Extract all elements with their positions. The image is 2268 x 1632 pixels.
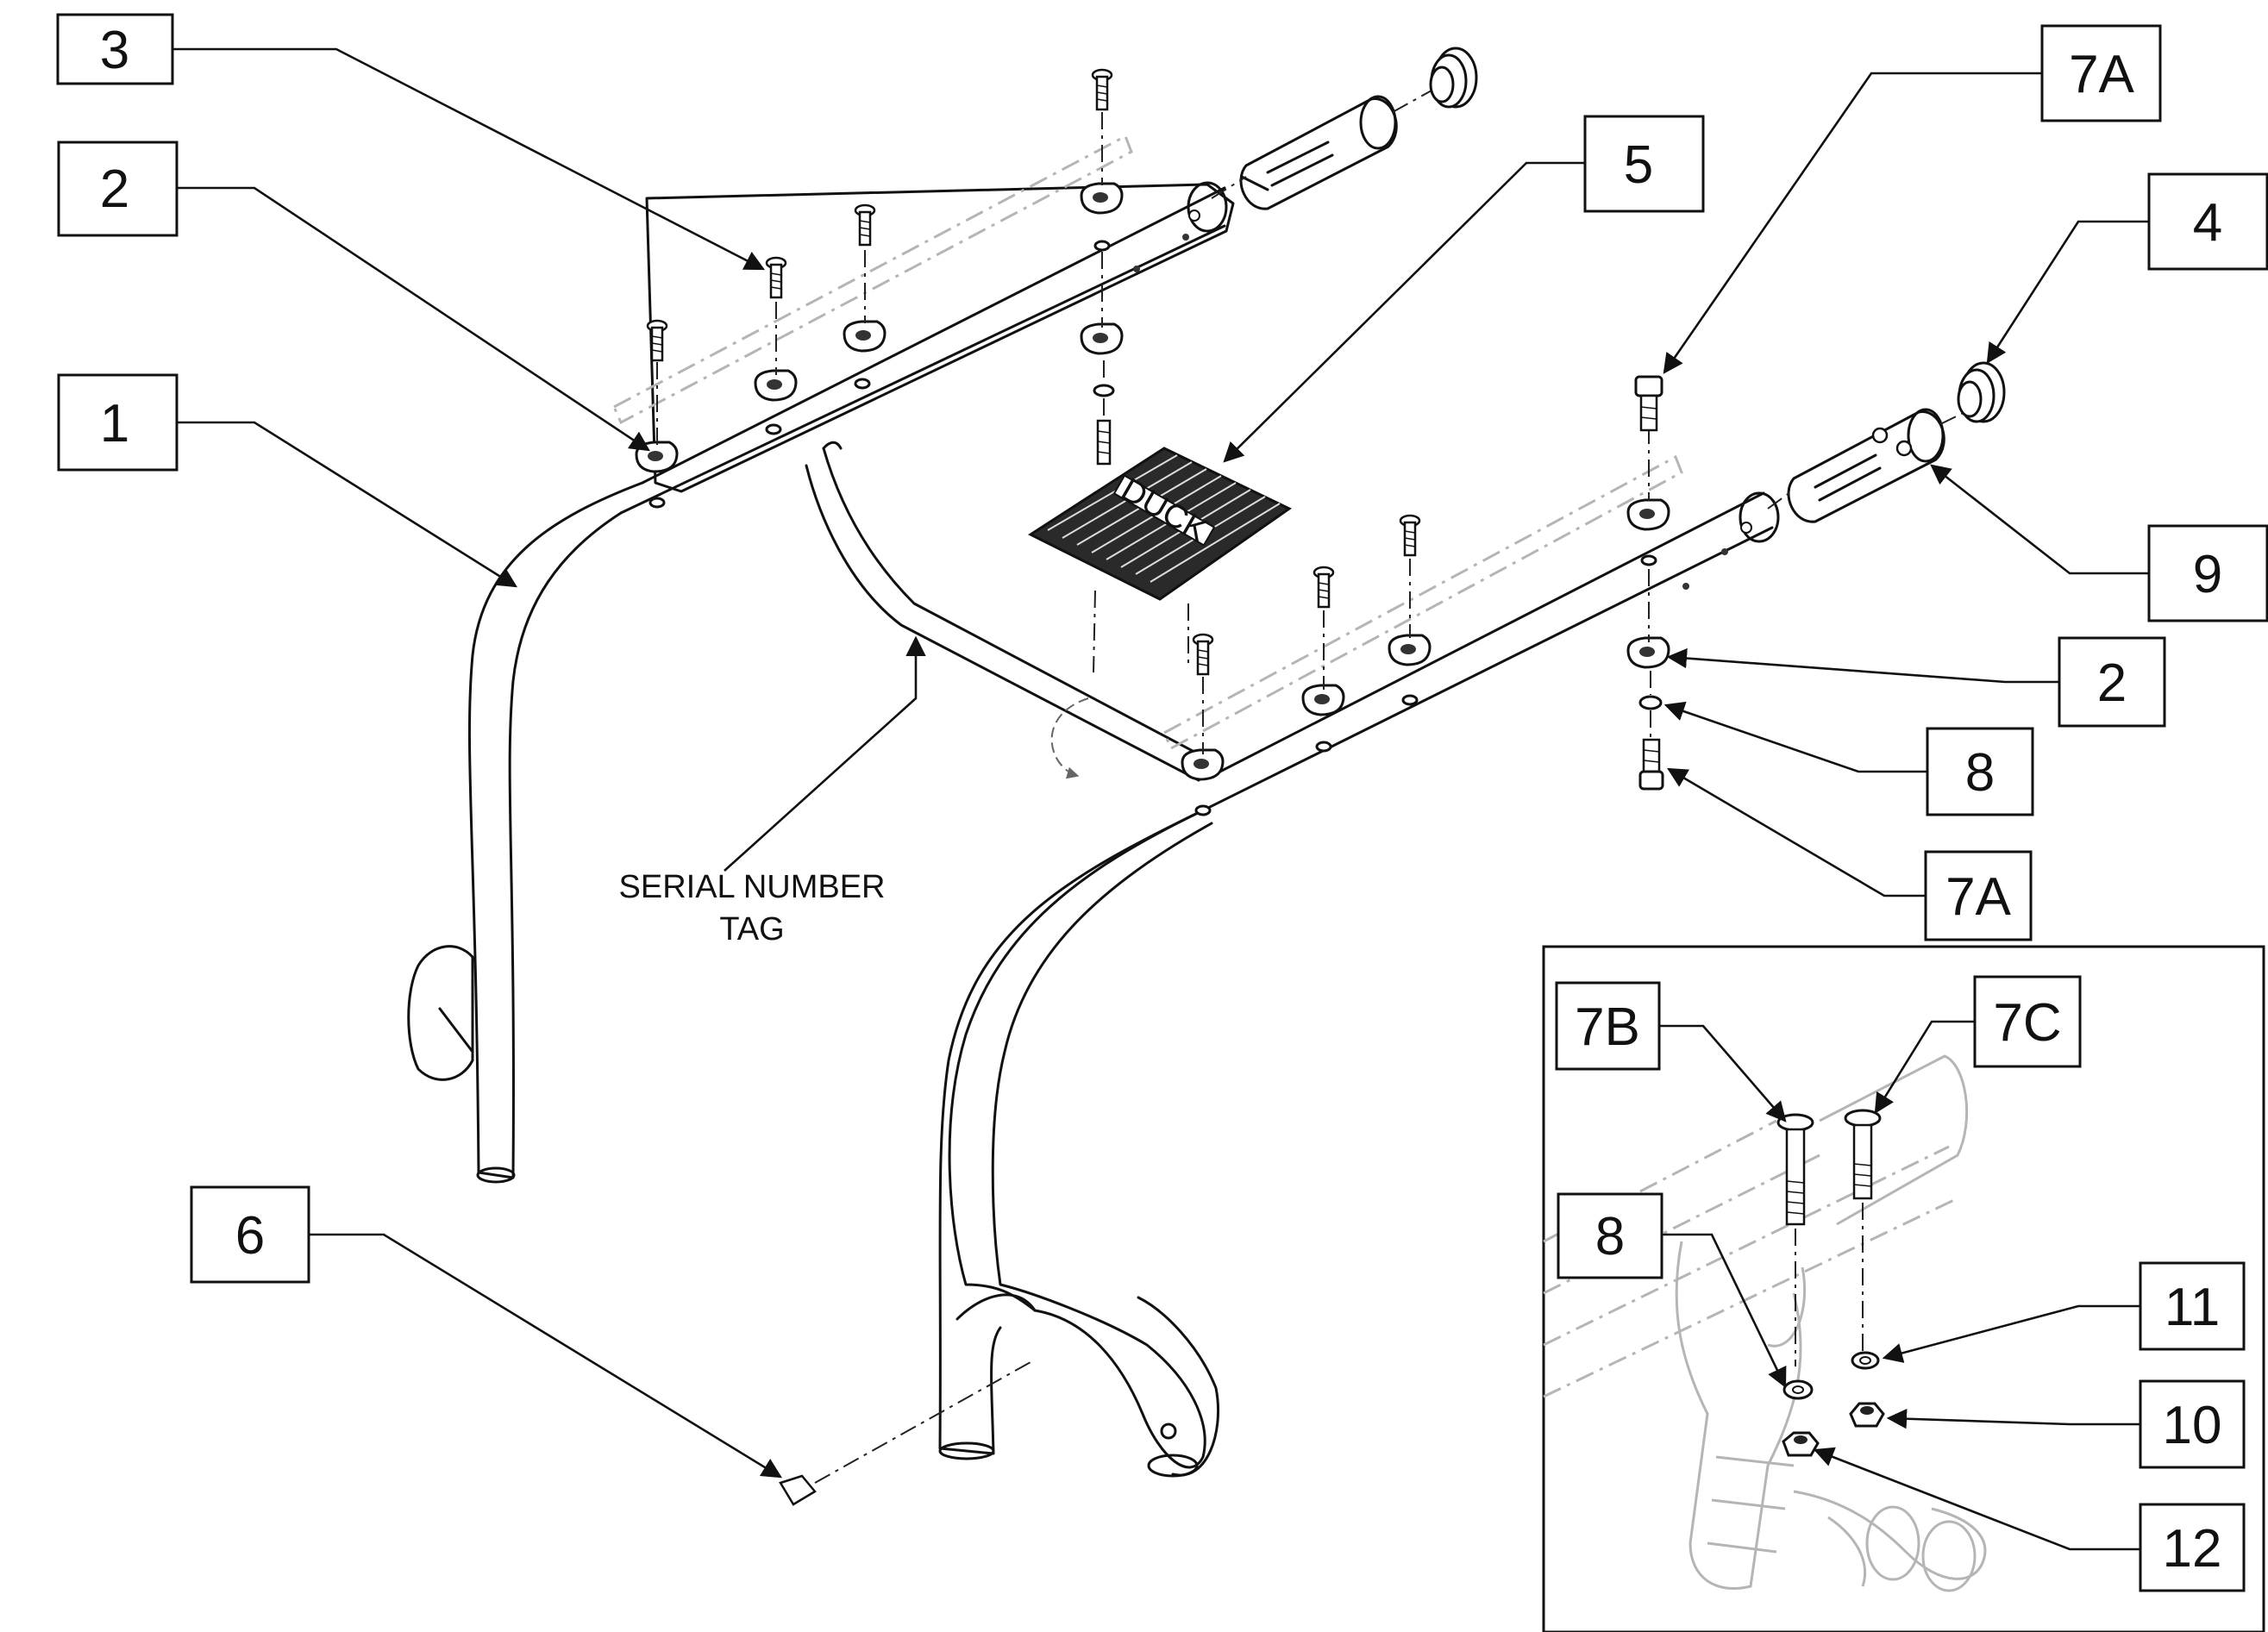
callout-7a-top: 7A <box>2040 24 2162 122</box>
svg-text:8: 8 <box>1965 743 1995 803</box>
svg-text:8: 8 <box>1595 1207 1625 1266</box>
callout-2-left: 2 <box>57 141 179 237</box>
svg-text:1: 1 <box>100 394 129 453</box>
svg-text:9: 9 <box>2193 545 2222 604</box>
callout-9: 9 <box>2147 524 2268 622</box>
left-end-fitting <box>1211 47 1478 210</box>
callout-11: 11 <box>2139 1261 2246 1351</box>
left-side-frame <box>407 181 1235 1184</box>
callout-1: 1 <box>57 373 179 472</box>
leader-lines <box>172 47 2149 1551</box>
callout-8: 8 <box>1926 727 2034 816</box>
callout-12: 12 <box>2139 1503 2246 1592</box>
serial-tag-part <box>779 1361 1031 1506</box>
callout-3: 3 <box>56 13 174 85</box>
right-side-frame <box>938 491 1780 1478</box>
svg-text:2: 2 <box>100 159 129 219</box>
svg-text:6: 6 <box>235 1206 265 1266</box>
svg-text:7A: 7A <box>2069 45 2134 104</box>
svg-text:7C: 7C <box>1993 993 2061 1053</box>
serial-number-tag-label-line2: TAG <box>719 911 784 947</box>
svg-text:12: 12 <box>2163 1519 2222 1579</box>
callout-4: 4 <box>2147 172 2268 271</box>
callout-7a-bottom: 7A <box>1924 850 2033 941</box>
svg-text:3: 3 <box>100 21 129 80</box>
svg-text:7B: 7B <box>1575 997 1640 1057</box>
svg-text:7A: 7A <box>1945 867 2011 927</box>
callout-5: 5 <box>1583 115 1705 213</box>
svg-text:11: 11 <box>2165 1278 2220 1337</box>
svg-text:4: 4 <box>2193 193 2222 253</box>
serial-number-tag-label: SERIAL NUMBER <box>619 869 886 905</box>
right-end-fitting <box>1767 361 2006 523</box>
callout-8-inset: 8 <box>1557 1192 1663 1279</box>
footplate: DUCK <box>1027 447 1292 779</box>
callout-7b: 7B <box>1555 981 1661 1071</box>
callout-6: 6 <box>190 1185 310 1284</box>
callout-7c: 7C <box>1973 975 2082 1068</box>
svg-text:2: 2 <box>2097 653 2127 713</box>
callout-10: 10 <box>2139 1379 2246 1469</box>
svg-text:5: 5 <box>1624 135 1653 195</box>
svg-text:10: 10 <box>2163 1396 2222 1455</box>
callout-2-right: 2 <box>2058 636 2166 728</box>
